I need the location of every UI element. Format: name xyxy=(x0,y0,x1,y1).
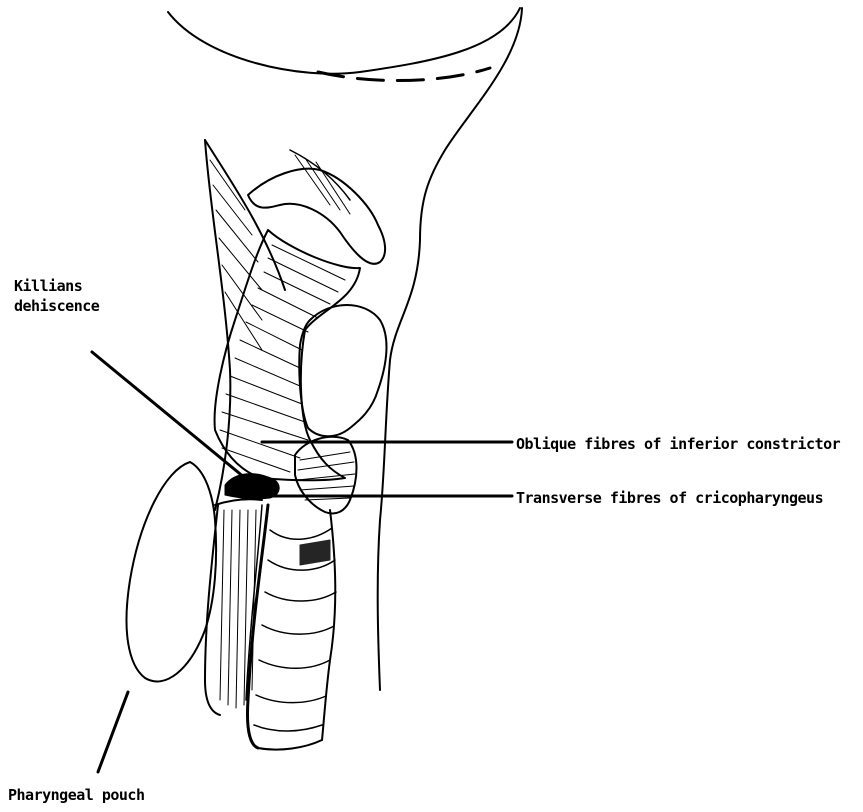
pouch-neck-fold xyxy=(215,499,262,505)
trachea-ring-fill xyxy=(300,540,330,565)
killians-label-line2: dehiscence xyxy=(14,296,99,316)
neck-outline-right xyxy=(378,8,522,690)
killians-label-line1: Killians xyxy=(14,276,99,296)
hyoid-detail xyxy=(290,150,350,200)
trachea-bottom xyxy=(258,740,322,750)
oesophagus-left-edge xyxy=(205,505,220,715)
chin-outline xyxy=(168,8,520,74)
pharyngeal-pouch xyxy=(126,462,216,681)
neck-muscle-left-inner xyxy=(205,140,285,290)
oblique-fibres-label: Oblique fibres of inferior constrictor xyxy=(516,434,840,454)
pouch-leader-line xyxy=(98,692,128,772)
transverse-fibres-label: Transverse fibres of cricopharyngeus xyxy=(516,488,823,508)
transverse-fibre-hatching xyxy=(298,452,355,500)
killians-dehiscence-label: Killians dehiscence xyxy=(14,276,99,316)
thyroid-cartilage xyxy=(299,305,386,436)
pharyngeal-pouch-label: Pharyngeal pouch xyxy=(8,785,145,805)
